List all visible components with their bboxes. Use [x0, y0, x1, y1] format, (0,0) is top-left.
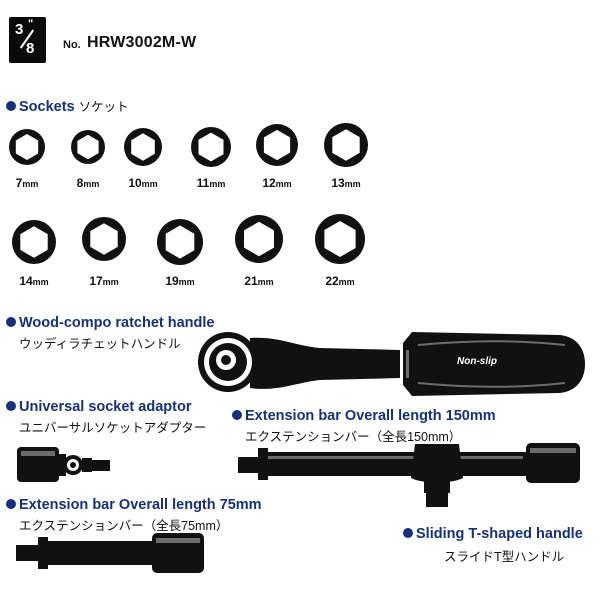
socket-size-value: 14 — [19, 274, 33, 288]
sliding-t-handle-drawing — [411, 444, 463, 507]
socket-size-unit: mm — [178, 277, 195, 287]
socket-size-unit: mm — [275, 179, 292, 189]
socket-size-value: 13 — [331, 176, 345, 190]
socket-size-label: 13mm — [324, 176, 368, 190]
socket-hex-opening — [198, 132, 224, 162]
tbar-heading-jp: スライドT型ハンドル — [444, 550, 565, 564]
socket-hex-opening — [15, 134, 39, 160]
bullet-icon — [232, 410, 242, 420]
ext150-heading-jp: エクステンションバー（全長150mm） — [245, 430, 462, 444]
socket-size-unit: mm — [102, 277, 119, 287]
sockets-layer — [9, 123, 368, 265]
bullet-icon — [6, 317, 16, 327]
ratchet-heading: Wood-compo ratchet handle — [6, 315, 215, 331]
socket-size-value: 22 — [325, 274, 339, 288]
socket-size-unit: mm — [344, 179, 361, 189]
badge-inch-mark: " — [28, 18, 34, 30]
socket-hex-opening — [165, 225, 195, 259]
socket-size-unit: mm — [257, 277, 274, 287]
non-slip-label: Non-slip — [457, 356, 497, 367]
extension-75-drawing — [16, 533, 204, 573]
socket-hex-opening — [263, 129, 291, 161]
socket-hex-opening — [324, 221, 356, 257]
socket-hex-opening — [20, 226, 48, 258]
socket-size-unit: mm — [338, 277, 355, 287]
socket-size-label: 11mm — [189, 176, 233, 190]
ratchet-handle-drawing — [198, 332, 585, 396]
adaptor-heading: Universal socket adaptor — [6, 399, 191, 415]
ratchet-heading-text: Wood-compo ratchet handle — [19, 315, 215, 331]
socket-size-unit: mm — [83, 179, 100, 189]
tbar-heading-text: Sliding T-shaped handle — [416, 526, 583, 542]
extension-150-drawing — [238, 443, 580, 483]
bullet-icon — [6, 499, 16, 509]
socket-size-label: 17mm — [82, 274, 126, 288]
ratchet-heading-jp: ウッディラチェットハンドル — [19, 337, 181, 351]
socket-size-label: 10mm — [121, 176, 165, 190]
bullet-icon — [6, 401, 16, 411]
socket-size-label: 8mm — [66, 176, 110, 190]
socket-size-value: 21 — [244, 274, 258, 288]
socket-size-label: 14mm — [12, 274, 56, 288]
sockets-heading-jp: ソケット — [78, 100, 129, 114]
adaptor-heading-text: Universal socket adaptor — [19, 399, 192, 415]
socket-size-value: 19 — [165, 274, 179, 288]
socket-size-unit: mm — [22, 179, 39, 189]
socket-size-label: 22mm — [318, 274, 362, 288]
socket-size-value: 8 — [76, 176, 84, 190]
sockets-heading-text: Sockets — [19, 99, 75, 115]
adaptor-heading-jp: ユニバーサルソケットアダプター — [19, 421, 207, 435]
socket-size-label: 21mm — [237, 274, 281, 288]
socket-size-value: 11 — [196, 176, 210, 190]
socket-size-value: 10 — [128, 176, 142, 190]
socket-size-unit: mm — [209, 179, 226, 189]
socket-hex-opening — [244, 221, 274, 257]
socket-hex-opening — [90, 223, 118, 255]
socket-hex-opening — [77, 134, 99, 160]
universal-adaptor-drawing — [17, 447, 110, 482]
bullet-icon — [6, 101, 16, 111]
socket-size-value: 17 — [89, 274, 103, 288]
tbar-heading: Sliding T-shaped handle — [403, 526, 583, 542]
ext150-heading: Extension bar Overall length 150mm — [232, 408, 496, 424]
socket-hex-opening — [332, 129, 360, 161]
ext75-heading: Extension bar Overall length 75mm — [6, 497, 262, 513]
socket-size-unit: mm — [141, 179, 158, 189]
socket-size-label: 19mm — [158, 274, 202, 288]
badge-denominator: 8 — [26, 40, 35, 57]
ext75-heading-jp: エクステンションバー（全長75mm） — [19, 519, 229, 533]
socket-size-value: 12 — [262, 176, 276, 190]
model-number: HRW3002M-W — [87, 34, 197, 51]
socket-hex-opening — [131, 133, 155, 161]
socket-size-label: 7mm — [5, 176, 49, 190]
size-badge: 3 " 8 — [9, 17, 46, 63]
ext150-heading-text: Extension bar Overall length 150mm — [245, 408, 496, 424]
socket-size-label: 12mm — [255, 176, 299, 190]
bullet-icon — [403, 528, 413, 538]
socket-size-value: 7 — [15, 176, 23, 190]
badge-numerator: 3 — [15, 21, 24, 38]
ext75-heading-text: Extension bar Overall length 75mm — [19, 497, 262, 513]
socket-size-unit: mm — [32, 277, 49, 287]
model-no-label: No. — [63, 39, 81, 51]
